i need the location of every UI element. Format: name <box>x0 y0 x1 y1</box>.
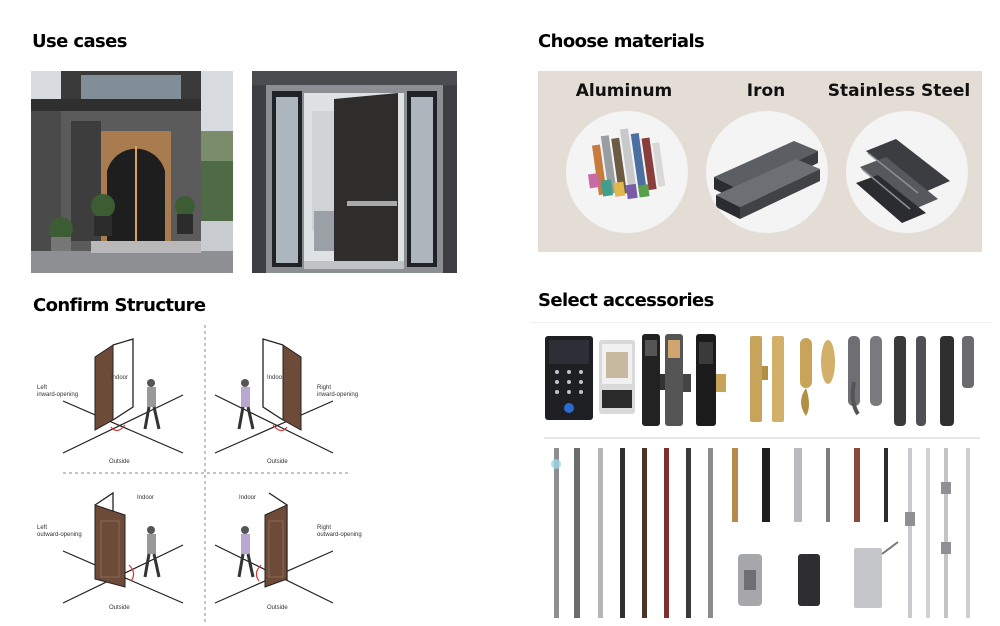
concealed-hinge-icon-2 <box>798 554 820 606</box>
q2-outside-label: Outside <box>267 459 288 465</box>
multipoint-lock-strips <box>905 448 970 618</box>
use-case-photo-pivot-door <box>252 71 457 273</box>
q3-direction-label: Left outward-opening <box>37 525 82 538</box>
q4-room-label: Indoor <box>239 495 257 501</box>
pull-handle-bars <box>551 448 888 618</box>
structure-left-outward <box>62 491 184 604</box>
video-doorbell-icon <box>599 340 635 414</box>
materials-panel: Aluminum Iron Stainless Steel <box>538 71 982 252</box>
ornate-handle-icon-4 <box>962 336 974 388</box>
brass-knob-icon <box>821 340 835 384</box>
structure-right-inward <box>214 338 334 454</box>
stainless-steel-profiles-image[interactable] <box>846 111 968 233</box>
chrome-handle-icon-1 <box>848 336 860 416</box>
concealed-hinge-icon-1 <box>738 554 762 606</box>
brass-lever-icon <box>800 338 812 416</box>
smart-lock-keypad-icon <box>545 336 593 420</box>
lock-body-icon <box>854 541 899 608</box>
brass-handle-icon-2 <box>772 336 784 422</box>
use-case-photo-villa-entrance <box>31 71 233 273</box>
material-label-stainless-steel[interactable]: Stainless Steel <box>827 81 971 101</box>
structure-diagram: Indoor Left inward-opening Outside Indoo… <box>33 325 400 623</box>
q1-direction-label: Left inward-opening <box>37 385 79 398</box>
ornate-handle-icon-2 <box>916 336 926 426</box>
smart-lock-handle-icon-3 <box>696 334 726 426</box>
q1-outside-label: Outside <box>109 459 130 465</box>
aluminum-profiles-image[interactable] <box>566 111 688 233</box>
q4-outside-label: Outside <box>267 605 288 611</box>
ornate-handle-icon-1 <box>894 336 906 426</box>
q2-direction-label: Right inward-opening <box>317 385 359 398</box>
choose-materials-heading: Choose materials <box>538 31 705 52</box>
q3-room-label: Indoor <box>137 495 155 501</box>
iron-tubes-image[interactable] <box>706 111 828 233</box>
structure-right-outward <box>214 492 334 604</box>
material-label-iron[interactable]: Iron <box>746 81 786 101</box>
select-accessories-heading: Select accessories <box>538 290 714 311</box>
q2-room-label: Indoor <box>267 375 285 381</box>
q4-direction-label: Right outward-opening <box>317 525 362 538</box>
ornate-handle-icon-3 <box>940 336 954 426</box>
smart-lock-handle-icon-2 <box>665 334 691 426</box>
accessories-panel <box>530 321 991 624</box>
material-label-aluminum[interactable]: Aluminum <box>575 81 673 101</box>
q3-outside-label: Outside <box>109 605 130 611</box>
chrome-handle-icon-2 <box>870 336 882 406</box>
q1-room-label: Indoor <box>111 375 129 381</box>
structure-left-inward <box>62 338 184 454</box>
use-cases-heading: Use cases <box>32 31 127 52</box>
brass-handle-icon-1 <box>750 336 768 422</box>
confirm-structure-heading: Confirm Structure <box>33 295 206 316</box>
